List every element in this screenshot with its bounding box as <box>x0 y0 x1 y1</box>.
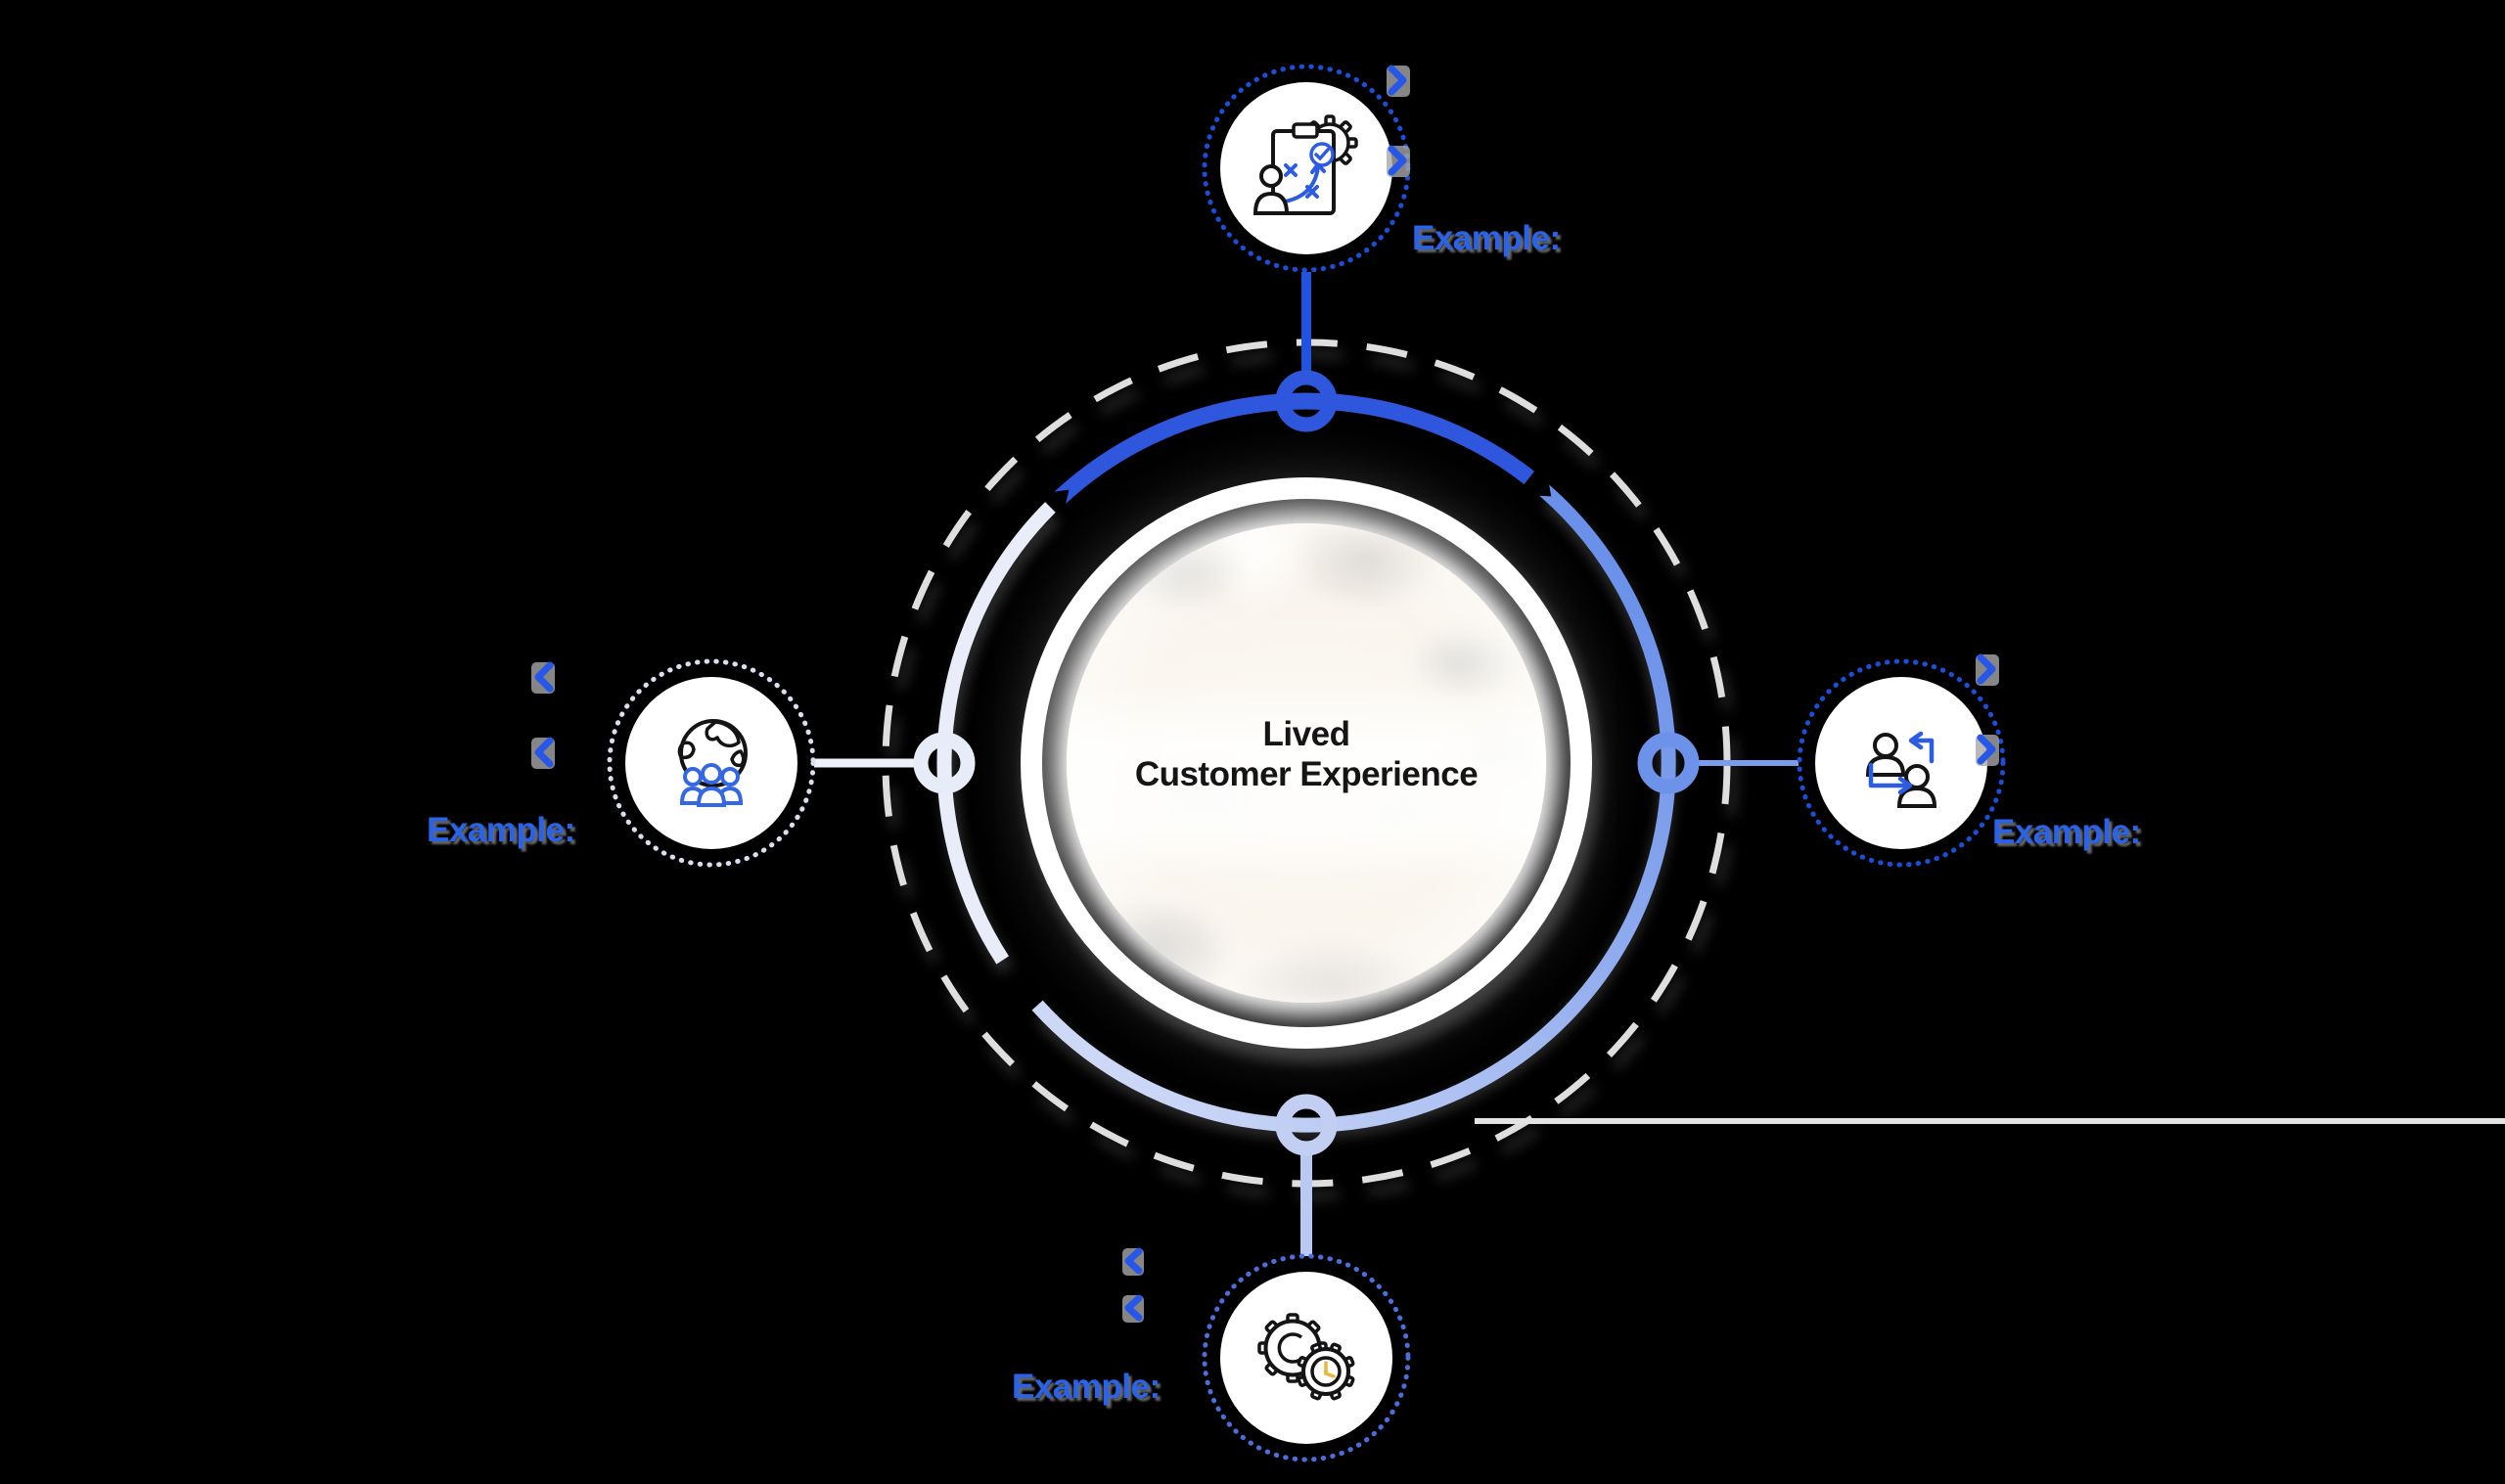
center-photo: Lived Customer Experience <box>1067 523 1546 1003</box>
progress-arc-pale <box>936 502 1056 965</box>
example-label-top: Example: <box>1412 219 1561 257</box>
center-title: Lived Customer Experience <box>1067 523 1546 994</box>
divider-line <box>1475 1118 2505 1124</box>
satellite-left <box>607 658 816 868</box>
chevron-bullet-icon <box>1387 145 1410 177</box>
chevron-bullet-icon <box>1976 734 1999 766</box>
chevron-bullet-icon <box>1122 1247 1144 1276</box>
center-photo-overlay <box>1067 523 1546 1003</box>
satellite-right <box>1797 658 2006 868</box>
satellite-bottom <box>1202 1253 1411 1462</box>
chevron-bullet-icon <box>1387 65 1410 97</box>
chevron-bullet-icon <box>1976 653 1999 686</box>
node-bottom <box>1275 1094 1338 1156</box>
example-label-bottom: Example: <box>1012 1368 1161 1406</box>
chevron-bullet-icon <box>1122 1294 1144 1323</box>
progress-arc-blue <box>1053 392 1535 505</box>
strategy-plan-clipboard-icon <box>1252 114 1358 215</box>
example-label-left: Example: <box>427 811 575 849</box>
chevron-bullet-icon <box>531 737 555 769</box>
global-community-icon <box>677 719 748 807</box>
satellite-bottom-dotted-ring <box>1202 1253 1411 1462</box>
chevron-bullet-icon <box>531 661 555 694</box>
progress-arc-gradient <box>1031 484 1676 1133</box>
example-label-right: Example: <box>1992 813 2141 851</box>
node-right <box>1637 732 1700 794</box>
arc-arrow-notch <box>1538 483 1552 497</box>
satellite-left-dotted-ring <box>607 658 816 868</box>
process-time-gears-icon <box>1257 1313 1355 1401</box>
bullet-group <box>531 65 1999 1323</box>
customer-exchange-icon <box>1865 731 1937 808</box>
arc-start-notch <box>1053 489 1070 506</box>
center-title-line2: Customer Experience <box>1134 755 1479 793</box>
node-top <box>1275 370 1338 432</box>
center-title-line1: Lived <box>1262 715 1350 753</box>
satellite-right-dotted-ring <box>1797 658 2006 868</box>
satellite-top <box>1202 64 1411 273</box>
inner-white-ring <box>1021 477 1592 1049</box>
node-left <box>913 732 976 794</box>
